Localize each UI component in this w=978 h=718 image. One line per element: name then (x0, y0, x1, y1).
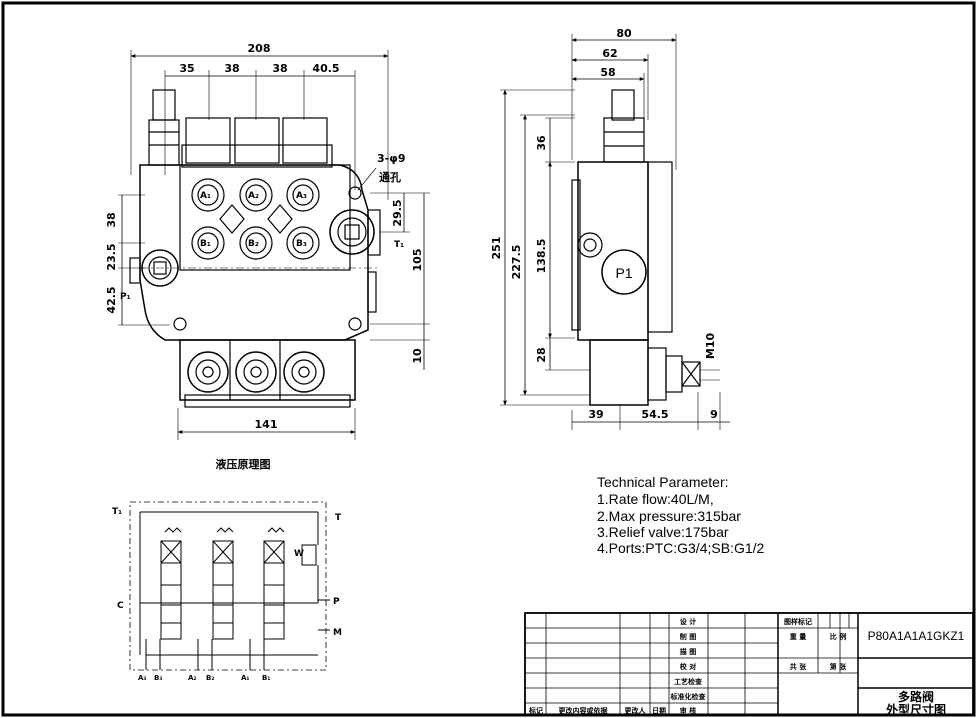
dim-seg-1: 35 (179, 62, 194, 75)
dim-seg-2: 38 (224, 62, 239, 75)
tb-name-line2: 外型尺寸图 (886, 702, 946, 717)
dim-b54-5: 54.5 (641, 408, 668, 421)
dim-seg-3: 38 (272, 62, 287, 75)
tech-item-4: 4.Ports:PTC:G3/4;SB:G1/2 (597, 540, 765, 556)
dim-h28: 28 (535, 347, 548, 362)
dim-right-105: 105 (411, 249, 424, 272)
dim-h36: 36 (535, 135, 548, 151)
through-hole-note: 通孔 (379, 171, 401, 184)
schematic-c: C (117, 601, 124, 611)
dim-seg-4: 40.5 (312, 62, 339, 75)
tb-review: 审 核 (680, 706, 696, 715)
port-a2-label: A₂ (248, 191, 259, 201)
side-port-p1-label: P1 (615, 265, 632, 281)
tech-item-2: 2.Max pressure:315bar (597, 508, 741, 524)
dim-w62: 62 (602, 47, 617, 60)
port-t1-label: T₁ (394, 240, 404, 250)
schematic-w: W (294, 549, 304, 559)
tech-heading: Technical Parameter: (597, 474, 729, 490)
tb-mark: 标记 (528, 706, 543, 715)
dim-b39: 39 (588, 408, 603, 421)
dim-left-42-5: 42.5 (105, 286, 118, 313)
front-view (118, 50, 430, 440)
tech-item-1: 1.Rate flow:40L/M, (597, 491, 714, 507)
dim-m10: M10 (704, 333, 717, 360)
port-b1-label: B₁ (200, 239, 211, 249)
schematic-b3: B₃ (154, 674, 162, 682)
tb-sheet-no: 第 张 (830, 662, 847, 671)
schematic-t: T (335, 513, 342, 523)
tb-change-basis: 更改内容或依据 (559, 706, 608, 715)
port-b3-label: B₃ (296, 239, 307, 249)
tech-item-3: 3.Relief valve:175bar (597, 524, 729, 540)
schematic-a2: A₂ (188, 674, 196, 682)
side-view (500, 34, 730, 430)
tb-drawing: 制 图 (680, 632, 696, 641)
dim-left-38: 38 (105, 212, 118, 227)
dim-right-29-5: 29.5 (391, 199, 404, 226)
schematic-a3: A₃ (138, 674, 146, 682)
hydraulic-schematic (129, 501, 330, 671)
dim-b9: 9 (710, 408, 718, 421)
schematic-m: M (333, 628, 342, 638)
tb-changer: 更改人 (625, 706, 647, 715)
tb-proof: 校 对 (680, 662, 696, 671)
dim-w80: 80 (616, 27, 632, 40)
port-a1-label: A₁ (200, 191, 211, 201)
dim-h227-5: 227.5 (510, 245, 523, 280)
dim-left-23-5: 23.5 (105, 243, 118, 270)
schematic-b1: B₁ (262, 674, 270, 682)
schematic-p: P (333, 597, 340, 607)
technical-parameters: Technical Parameter: 1.Rate flow:40L/M, … (597, 474, 765, 556)
dim-w58: 58 (600, 66, 615, 79)
schematic-b2: B₂ (206, 674, 214, 682)
tb-trace: 描 图 (680, 647, 696, 656)
tb-sheets-total: 共 张 (790, 662, 807, 671)
port-p1-label: P₁ (120, 292, 131, 302)
port-a3-label: A₃ (296, 191, 307, 201)
schematic-a1: A₁ (241, 674, 249, 682)
dim-bottom-width: 141 (255, 418, 278, 431)
tb-process-check: 工艺检查 (674, 677, 703, 686)
tb-date: 日期 (652, 706, 666, 715)
dim-h138-5: 138.5 (535, 239, 548, 274)
tb-sample-mark: 图样标记 (784, 617, 812, 626)
tb-standard-check: 标准化检查 (670, 692, 707, 701)
schematic-t1: T₁ (112, 507, 122, 517)
tb-weight: 重 量 (790, 632, 806, 641)
port-b2-label: B₂ (248, 239, 259, 249)
dim-h251: 251 (490, 237, 503, 260)
tb-name-line1: 多路阀 (898, 689, 934, 704)
tb-part-number: P80A1A1A1GKZ1 (868, 629, 965, 643)
dim-holes: 3-φ9 (377, 152, 405, 165)
schematic-title: 液压原理图 (216, 457, 271, 471)
title-block (524, 612, 974, 716)
dim-overall-width: 208 (248, 42, 271, 55)
tb-design: 设 计 (680, 617, 696, 626)
tb-scale: 比 例 (830, 632, 846, 641)
dim-right-10: 10 (411, 348, 424, 364)
